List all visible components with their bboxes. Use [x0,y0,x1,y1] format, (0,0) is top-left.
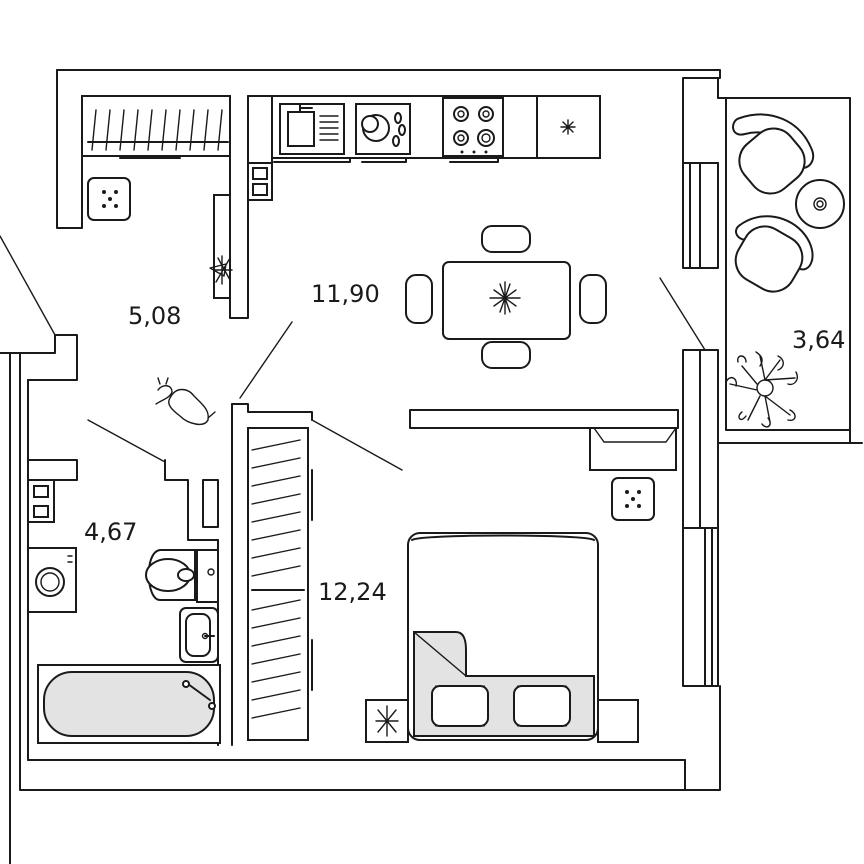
dining-table [405,225,607,369]
bathroom-area-label: 4,67 [84,518,137,546]
dishwasher-icon [355,103,411,163]
hallway-wardrobe [81,95,231,159]
bathtub-icon [37,664,221,744]
nightstand-right [597,699,639,743]
balcony-plant-icon [725,351,798,428]
kitchen-area-label: 11,90 [311,280,380,308]
hall-shelf-plant-icon [209,194,233,299]
toilet-icon [145,549,219,603]
hallway-area-label: 5,08 [128,302,181,330]
bathroom-switch-icon [27,479,55,523]
bathroom-sink-icon [179,607,219,663]
bedroom-tv-stand [589,427,677,471]
fridge-icon [536,95,601,159]
balcony-chair-top [732,113,815,195]
balcony-chair-bottom [734,215,814,293]
hall-socket-icon [87,177,131,221]
balcony-table [795,179,845,229]
bedroom-area-label: 12,24 [318,578,387,606]
stove-icon [442,97,504,163]
nightstand-left [365,699,409,743]
bed [407,532,599,741]
hall-switch-icon [247,162,273,201]
bedroom-wardrobe [247,427,313,741]
balcony-area-label: 3,64 [792,326,845,354]
outer-walls [0,69,863,864]
pet-icon [155,377,216,426]
sink-icon [273,103,351,163]
washing-machine-icon [27,547,77,613]
bedroom-socket-icon [611,477,655,521]
